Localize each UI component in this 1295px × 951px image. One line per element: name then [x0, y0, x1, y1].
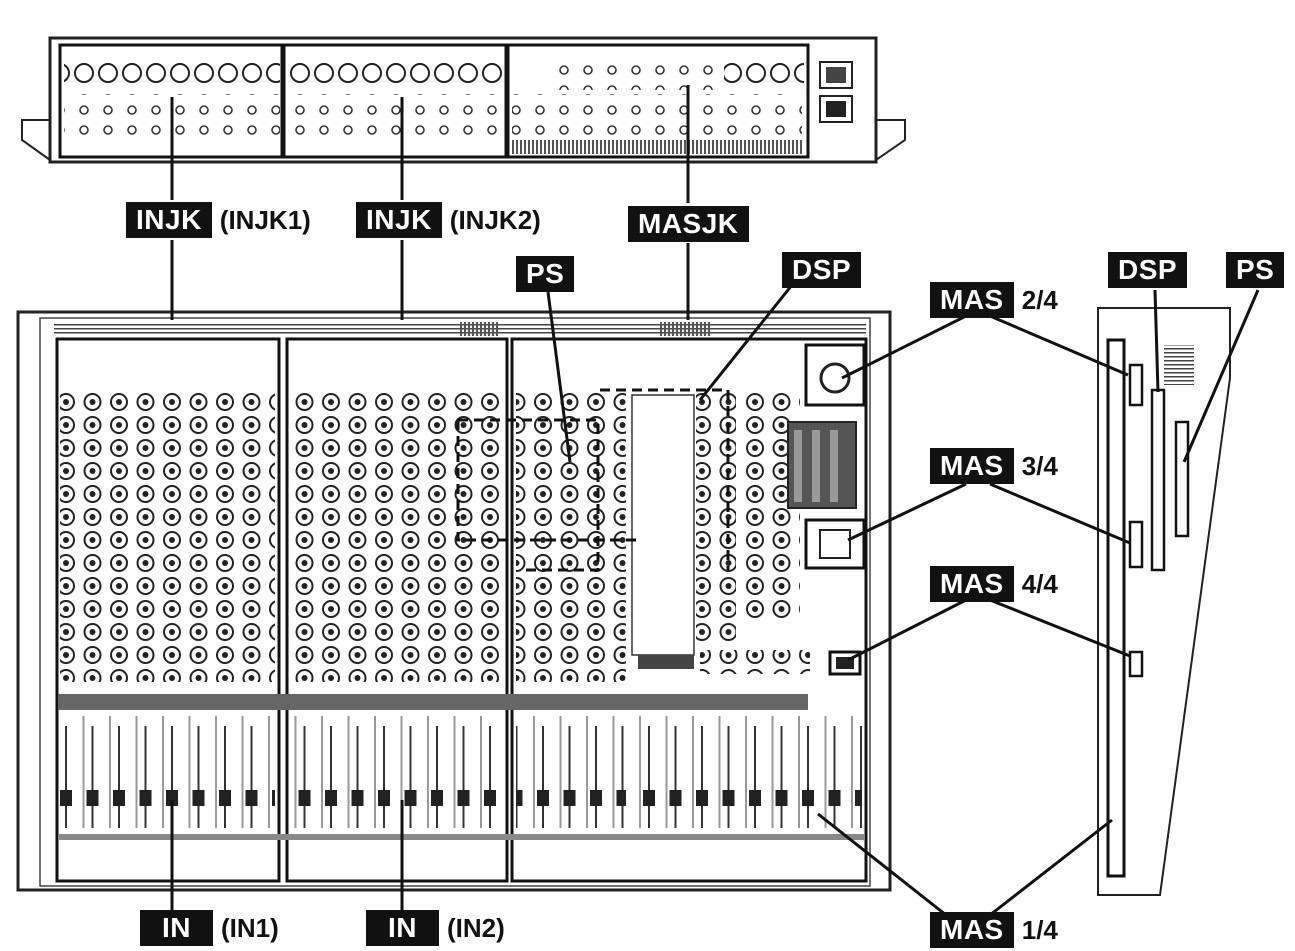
label-mas-2-4: MAS 2/4	[930, 282, 1058, 318]
label-mas-3-4-sub: 3/4	[1021, 450, 1058, 481]
label-dsp-side: DSP	[1108, 252, 1188, 288]
front-panel	[16, 310, 892, 892]
label-mas-2-4-sub: 2/4	[1021, 284, 1058, 315]
label-mas-1-4-tag: MAS	[930, 912, 1014, 948]
label-injk1-tag: INJK	[126, 202, 212, 238]
label-injk2-tag: INJK	[356, 202, 442, 238]
label-mas-4-4-sub: 4/4	[1021, 568, 1058, 599]
label-in1-sub: (IN1)	[221, 912, 279, 943]
label-in2-tag: IN	[366, 910, 439, 946]
label-mas-2-4-tag: MAS	[930, 282, 1014, 318]
label-mas-1-4: MAS 1/4	[930, 912, 1058, 948]
label-ps-front-tag: PS	[516, 256, 575, 292]
label-dsp-side-tag: DSP	[1108, 252, 1188, 288]
label-mas-1-4-sub: 1/4	[1021, 914, 1058, 945]
label-injk2: INJK (INJK2)	[356, 202, 541, 238]
label-in2: IN (IN2)	[366, 910, 505, 946]
label-ps-front: PS	[516, 256, 575, 292]
label-in1: IN (IN1)	[140, 910, 279, 946]
label-in2-sub: (IN2)	[447, 912, 505, 943]
label-injk2-sub: (INJK2)	[449, 204, 541, 235]
label-ps-side: PS	[1226, 252, 1285, 288]
label-injk1: INJK (INJK1)	[126, 202, 311, 238]
label-dsp-front-tag: DSP	[782, 252, 862, 288]
label-injk1-sub: (INJK1)	[219, 204, 311, 235]
label-in1-tag: IN	[140, 910, 213, 946]
label-mas-3-4-tag: MAS	[930, 448, 1014, 484]
label-dsp-front: DSP	[782, 252, 862, 288]
label-masjk: MASJK	[628, 206, 749, 242]
label-mas-3-4: MAS 3/4	[930, 448, 1058, 484]
label-ps-side-tag: PS	[1226, 252, 1285, 288]
side-panel	[1097, 307, 1231, 896]
label-mas-4-4: MAS 4/4	[930, 566, 1058, 602]
rear-panel	[21, 36, 906, 164]
label-mas-4-4-tag: MAS	[930, 566, 1014, 602]
leader-lines	[170, 85, 1260, 917]
label-masjk-tag: MASJK	[628, 206, 749, 242]
